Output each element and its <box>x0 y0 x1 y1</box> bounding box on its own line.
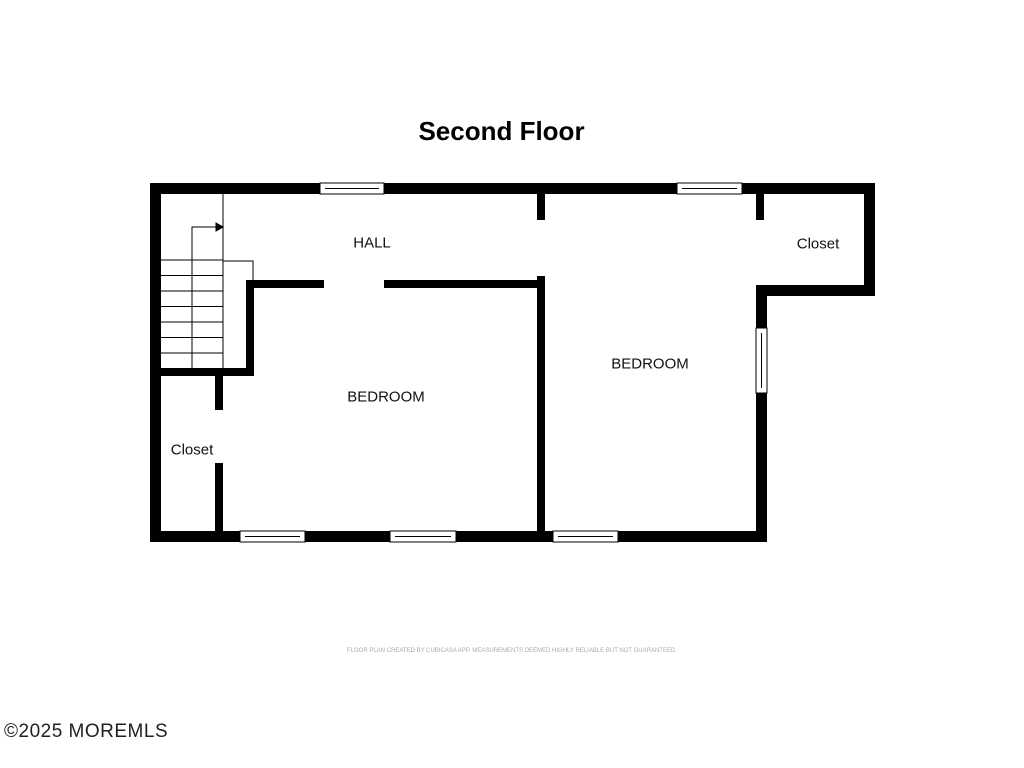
window <box>239 530 306 543</box>
wall-center-lower <box>537 276 545 531</box>
room-label-hall: HALL <box>353 234 391 252</box>
disclaimer: FLOOR PLAN CREATED BY CUBICASA APP. MEAS… <box>347 648 677 654</box>
wall-left <box>150 183 161 542</box>
arrowhead-icon <box>215 222 225 232</box>
walls <box>150 183 875 542</box>
windows <box>239 182 768 543</box>
window <box>552 530 619 543</box>
room-label-closet-right: Closet <box>796 235 840 253</box>
wall-top <box>150 183 875 194</box>
wall-center-upper <box>537 194 545 220</box>
watermark: ©2025 MOREMLS <box>4 721 169 742</box>
room-label-bedroom-right: BEDROOM <box>611 355 689 373</box>
window <box>389 530 457 543</box>
wall-stair-bottom <box>161 368 254 376</box>
stair-arrow-icon <box>191 226 216 260</box>
window <box>319 182 385 195</box>
room-label-closet-left: Closet <box>170 441 214 459</box>
stairs <box>161 194 254 368</box>
window <box>676 182 743 195</box>
wall-stair-side <box>246 280 254 376</box>
room-label-bedroom-left: BEDROOM <box>347 388 425 406</box>
wall-closet-left-a <box>215 376 223 410</box>
wall-right <box>756 285 767 542</box>
wall-bottom <box>150 531 767 542</box>
wall-hall-bottom-a <box>246 280 324 288</box>
wall-closet-bottom <box>756 285 875 296</box>
wall-closet-divider <box>756 194 764 220</box>
wall-closet-right <box>864 183 875 296</box>
floor-title: Second Floor <box>418 116 585 146</box>
window <box>755 327 768 394</box>
wall-hall-bottom-b <box>384 280 545 288</box>
wall-closet-left-b <box>215 463 223 531</box>
